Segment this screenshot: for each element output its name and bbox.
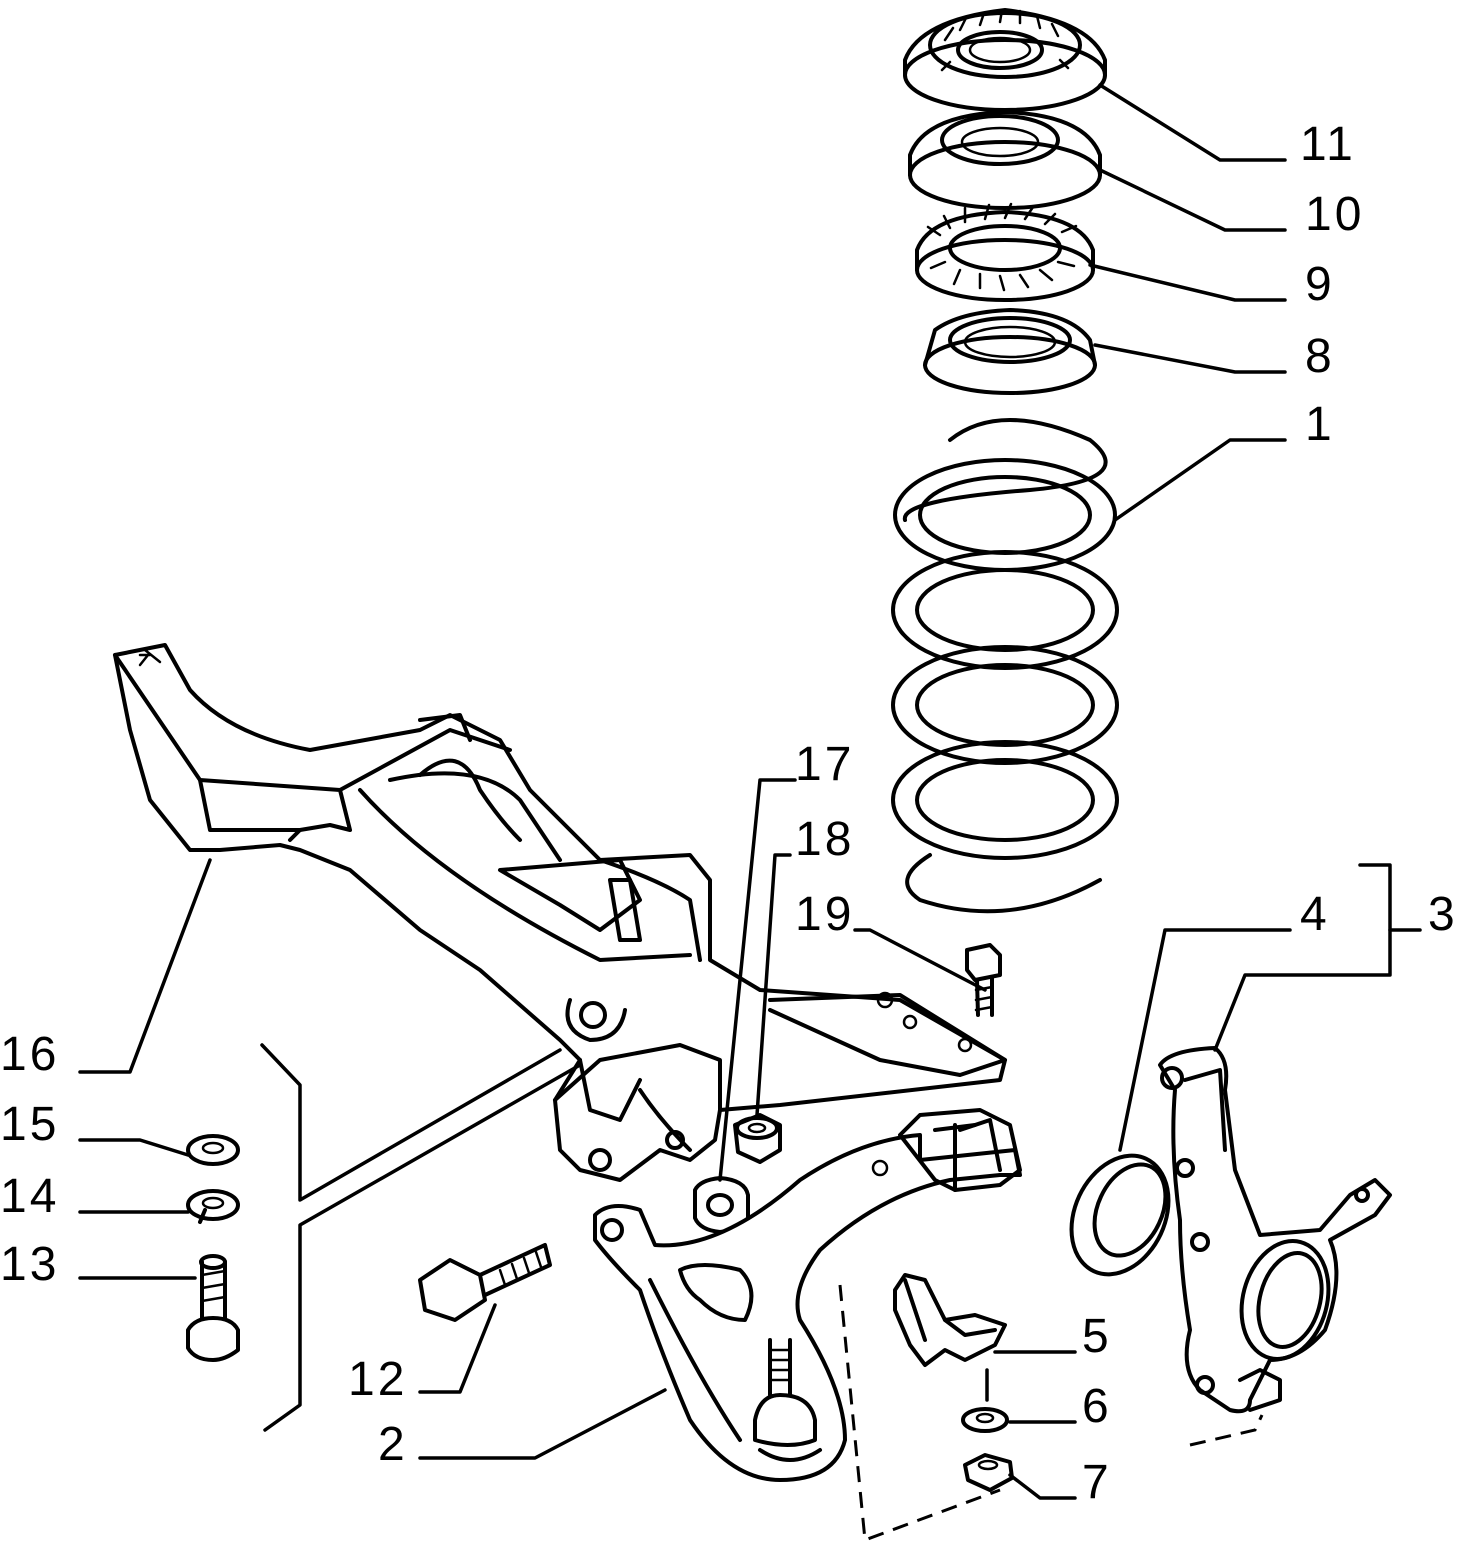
callout-6: 6 [1082, 1380, 1112, 1433]
leader-16 [78, 858, 212, 1074]
part-19-bolt [965, 943, 1002, 1017]
callout-2: 2 [378, 1418, 408, 1471]
callout-3: 3 [1428, 888, 1458, 941]
callout-12: 12 [348, 1353, 407, 1406]
leader-8 [1093, 343, 1287, 374]
leader-lines [78, 83, 1422, 1543]
callout-9: 9 [1305, 258, 1335, 311]
part-3-steering-knuckle [1158, 1046, 1392, 1414]
callout-11: 11 [1300, 118, 1356, 171]
leader-4 [1118, 928, 1292, 1152]
callout-17: 17 [795, 738, 854, 791]
callout-15: 15 [0, 1098, 59, 1151]
leader-3 [1213, 863, 1392, 1052]
part-9-spring-bearing [915, 202, 1095, 302]
part-13-bolt [186, 1254, 240, 1362]
callout-14: 14 [0, 1170, 59, 1223]
part-1-coil-spring [891, 418, 1119, 914]
part-15-washer [186, 1134, 240, 1166]
part-18-nut [733, 1113, 782, 1164]
leader-15 [78, 1138, 190, 1157]
callout-18: 18 [795, 813, 854, 866]
leader-1 [1113, 438, 1287, 522]
leader-17 [718, 778, 797, 1182]
leader-18 [755, 853, 792, 1117]
part-4-bearing-seal [1069, 1153, 1171, 1277]
leader-11 [1098, 83, 1287, 162]
leader-9 [1088, 263, 1287, 302]
callout-5: 5 [1082, 1310, 1112, 1363]
leader-12 [418, 1303, 497, 1394]
callout-7: 7 [1082, 1456, 1112, 1509]
callout-4: 4 [1300, 888, 1330, 941]
part-2-lower-control-arm [593, 1108, 1022, 1482]
dashed-line-knuckle [1189, 1414, 1264, 1447]
part-6-washer [961, 1407, 1009, 1433]
leader-19 [853, 928, 987, 992]
callout-19: 19 [795, 888, 854, 941]
part-5-stabilizer-bracket [893, 1273, 1007, 1367]
callout-8: 8 [1305, 330, 1335, 383]
part-11-upper-mount [903, 8, 1107, 112]
part-7-nut [963, 1453, 1014, 1492]
callout-13: 13 [0, 1238, 59, 1291]
callouts: 11 10 9 8 1 17 18 19 4 3 16 15 14 13 5 6… [0, 118, 1458, 1509]
bracket-subframe-hardware [260, 1043, 562, 1202]
callout-1: 1 [1305, 398, 1335, 451]
leader-7 [1008, 1473, 1077, 1500]
part-12-bolt [418, 1243, 552, 1322]
part-10-bearing-cup [908, 110, 1102, 210]
part-16-subframe [113, 643, 1007, 1182]
leader-2 [418, 1388, 667, 1460]
part-8-spring-seat [923, 308, 1097, 395]
callout-16: 16 [0, 1028, 59, 1081]
dashed-line-arm [838, 1284, 1001, 1543]
callout-10: 10 [1305, 188, 1364, 241]
bracket-subframe-hardware-lower [263, 1063, 582, 1432]
leader-10 [1098, 168, 1287, 232]
part-14-spring-washer [186, 1189, 240, 1224]
